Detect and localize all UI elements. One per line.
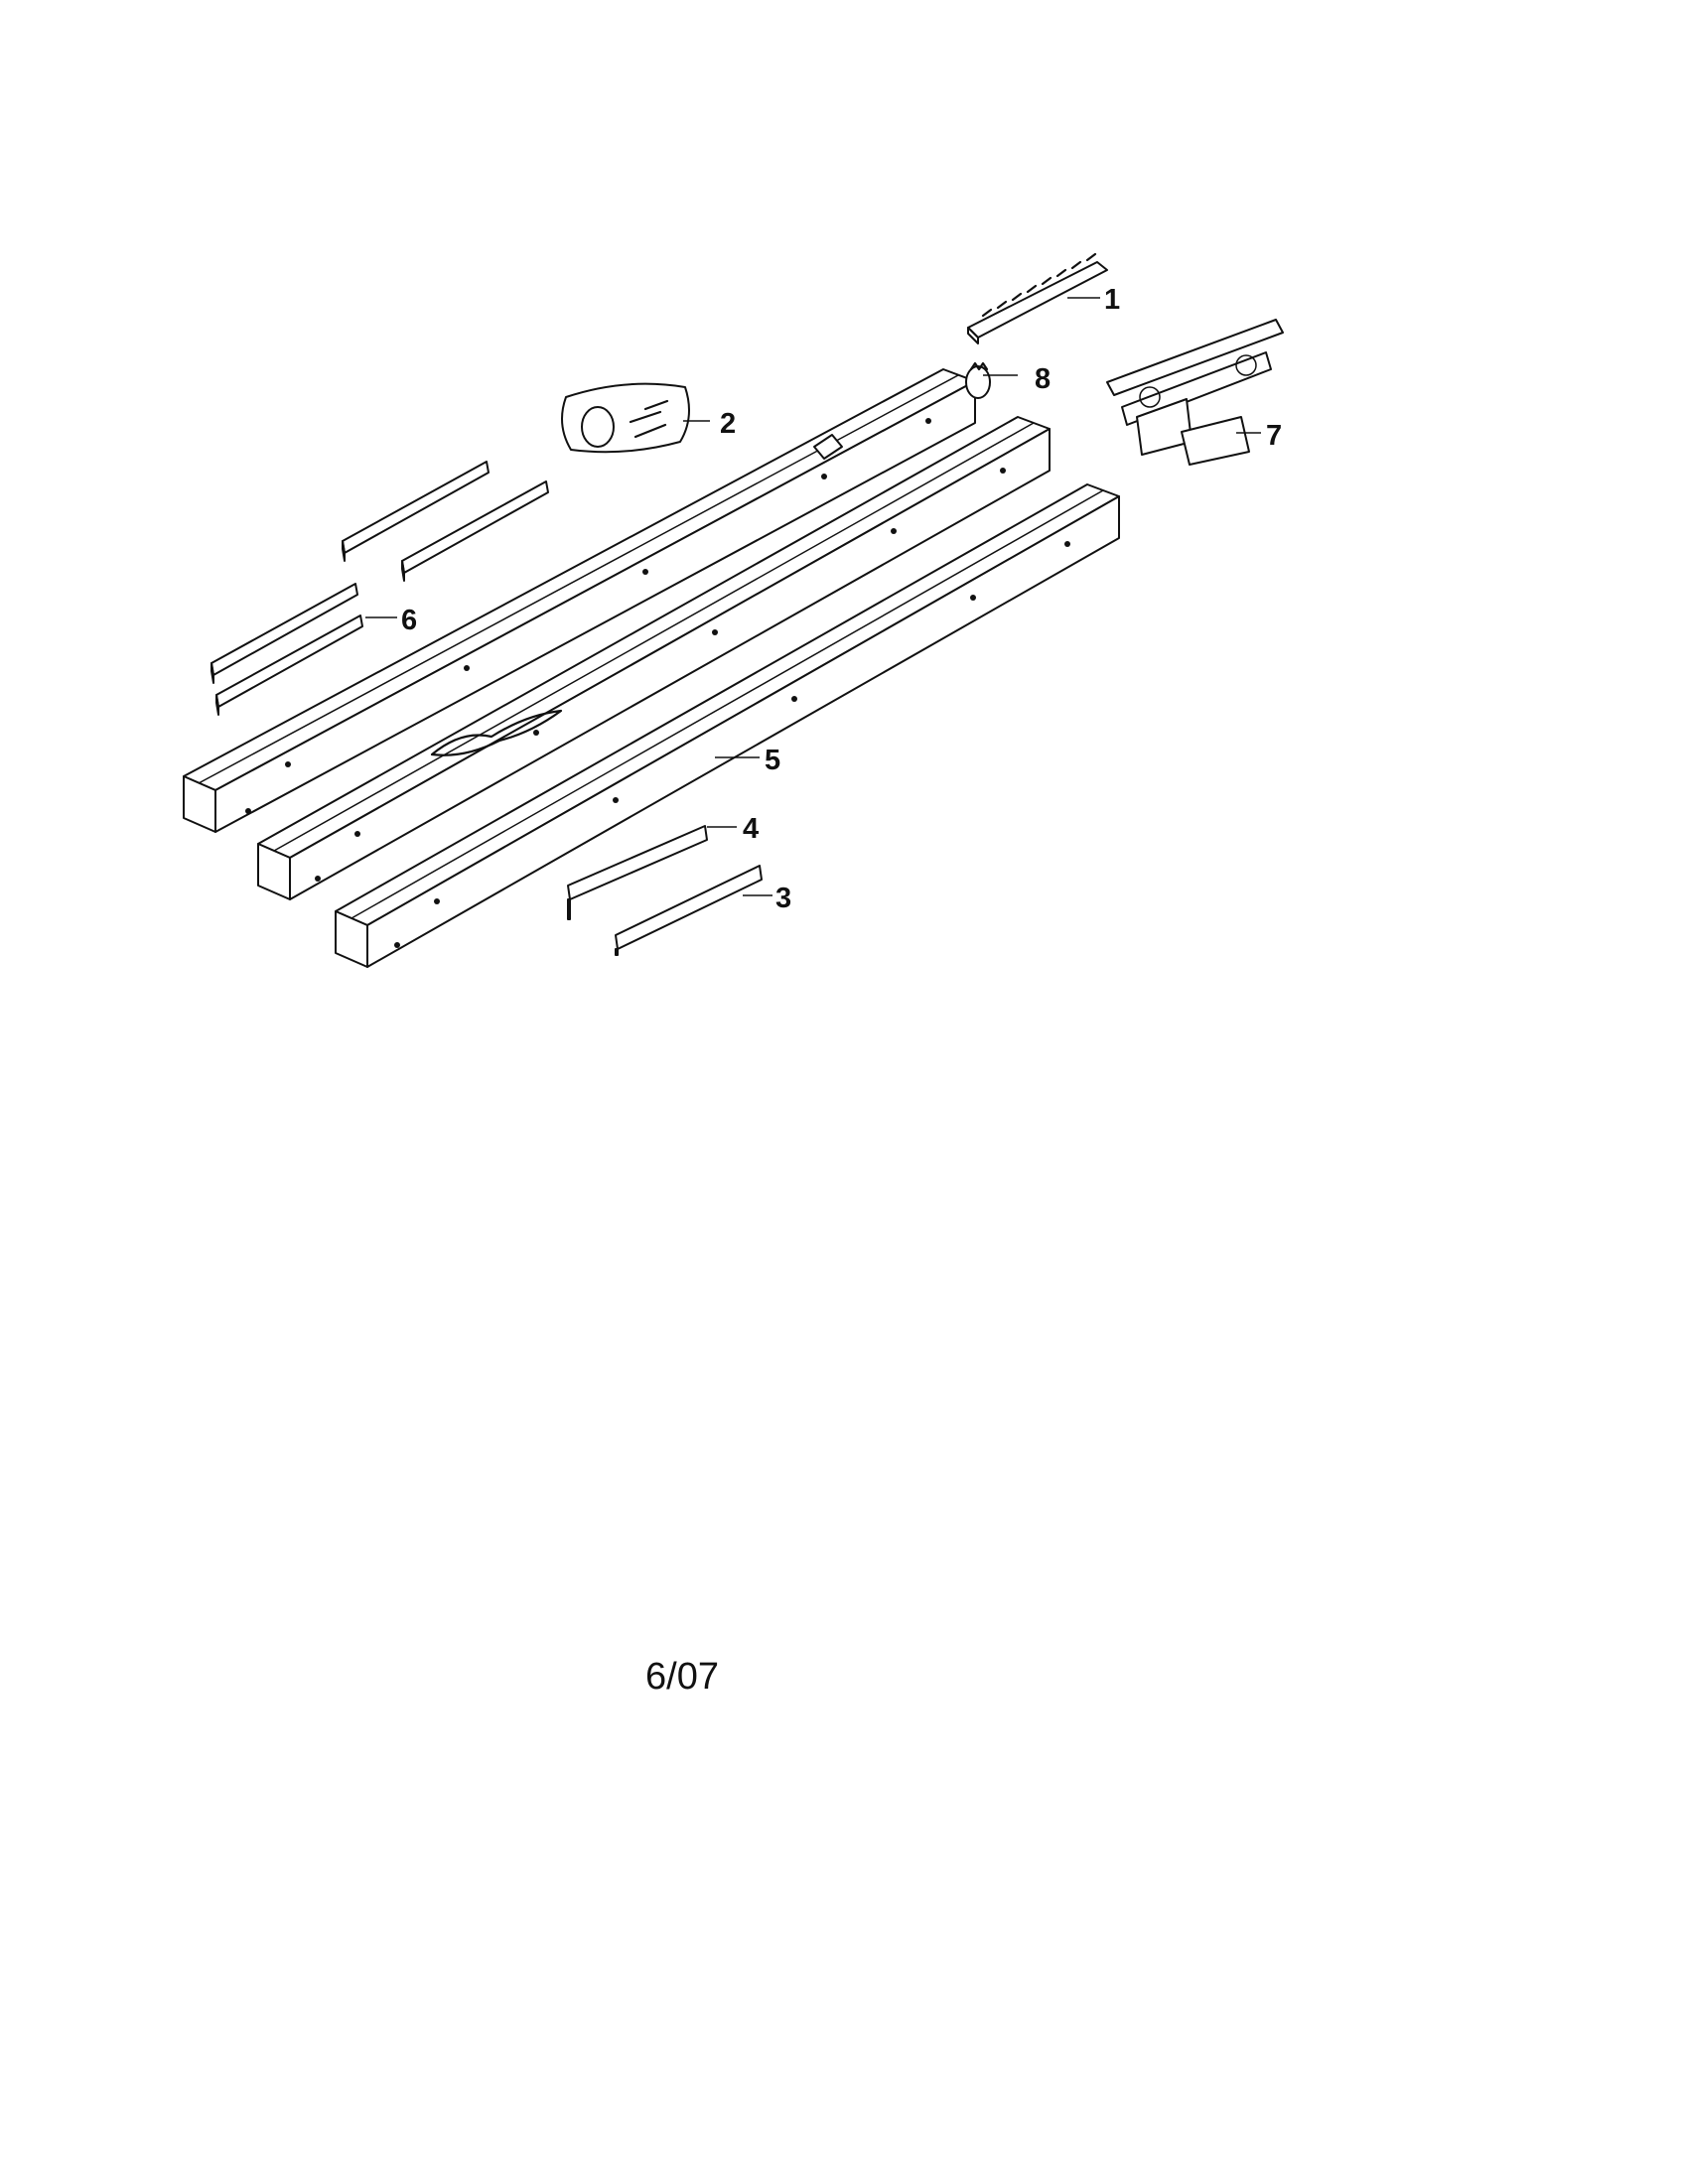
trolley — [1106, 319, 1284, 466]
callout-1: 1 — [1104, 284, 1120, 316]
rail-section-top — [183, 368, 976, 833]
brackets — [567, 825, 763, 956]
callout-6: 6 — [401, 605, 417, 636]
rail-section-middle — [257, 416, 1051, 900]
callout-7: 7 — [1266, 420, 1282, 452]
splice-plates — [210, 461, 549, 716]
rail-section-bottom — [335, 483, 1120, 968]
callout-4: 4 — [743, 813, 759, 845]
date-code: 6/07 — [645, 1656, 719, 1698]
callout-3: 3 — [775, 883, 791, 914]
leader-lines — [365, 297, 1261, 896]
idler-end — [965, 361, 991, 399]
callout-2: 2 — [720, 408, 736, 440]
hardware-bag — [561, 382, 690, 454]
callout-5: 5 — [765, 745, 780, 776]
callout-8: 8 — [1035, 363, 1051, 395]
chain-bar — [967, 252, 1108, 344]
